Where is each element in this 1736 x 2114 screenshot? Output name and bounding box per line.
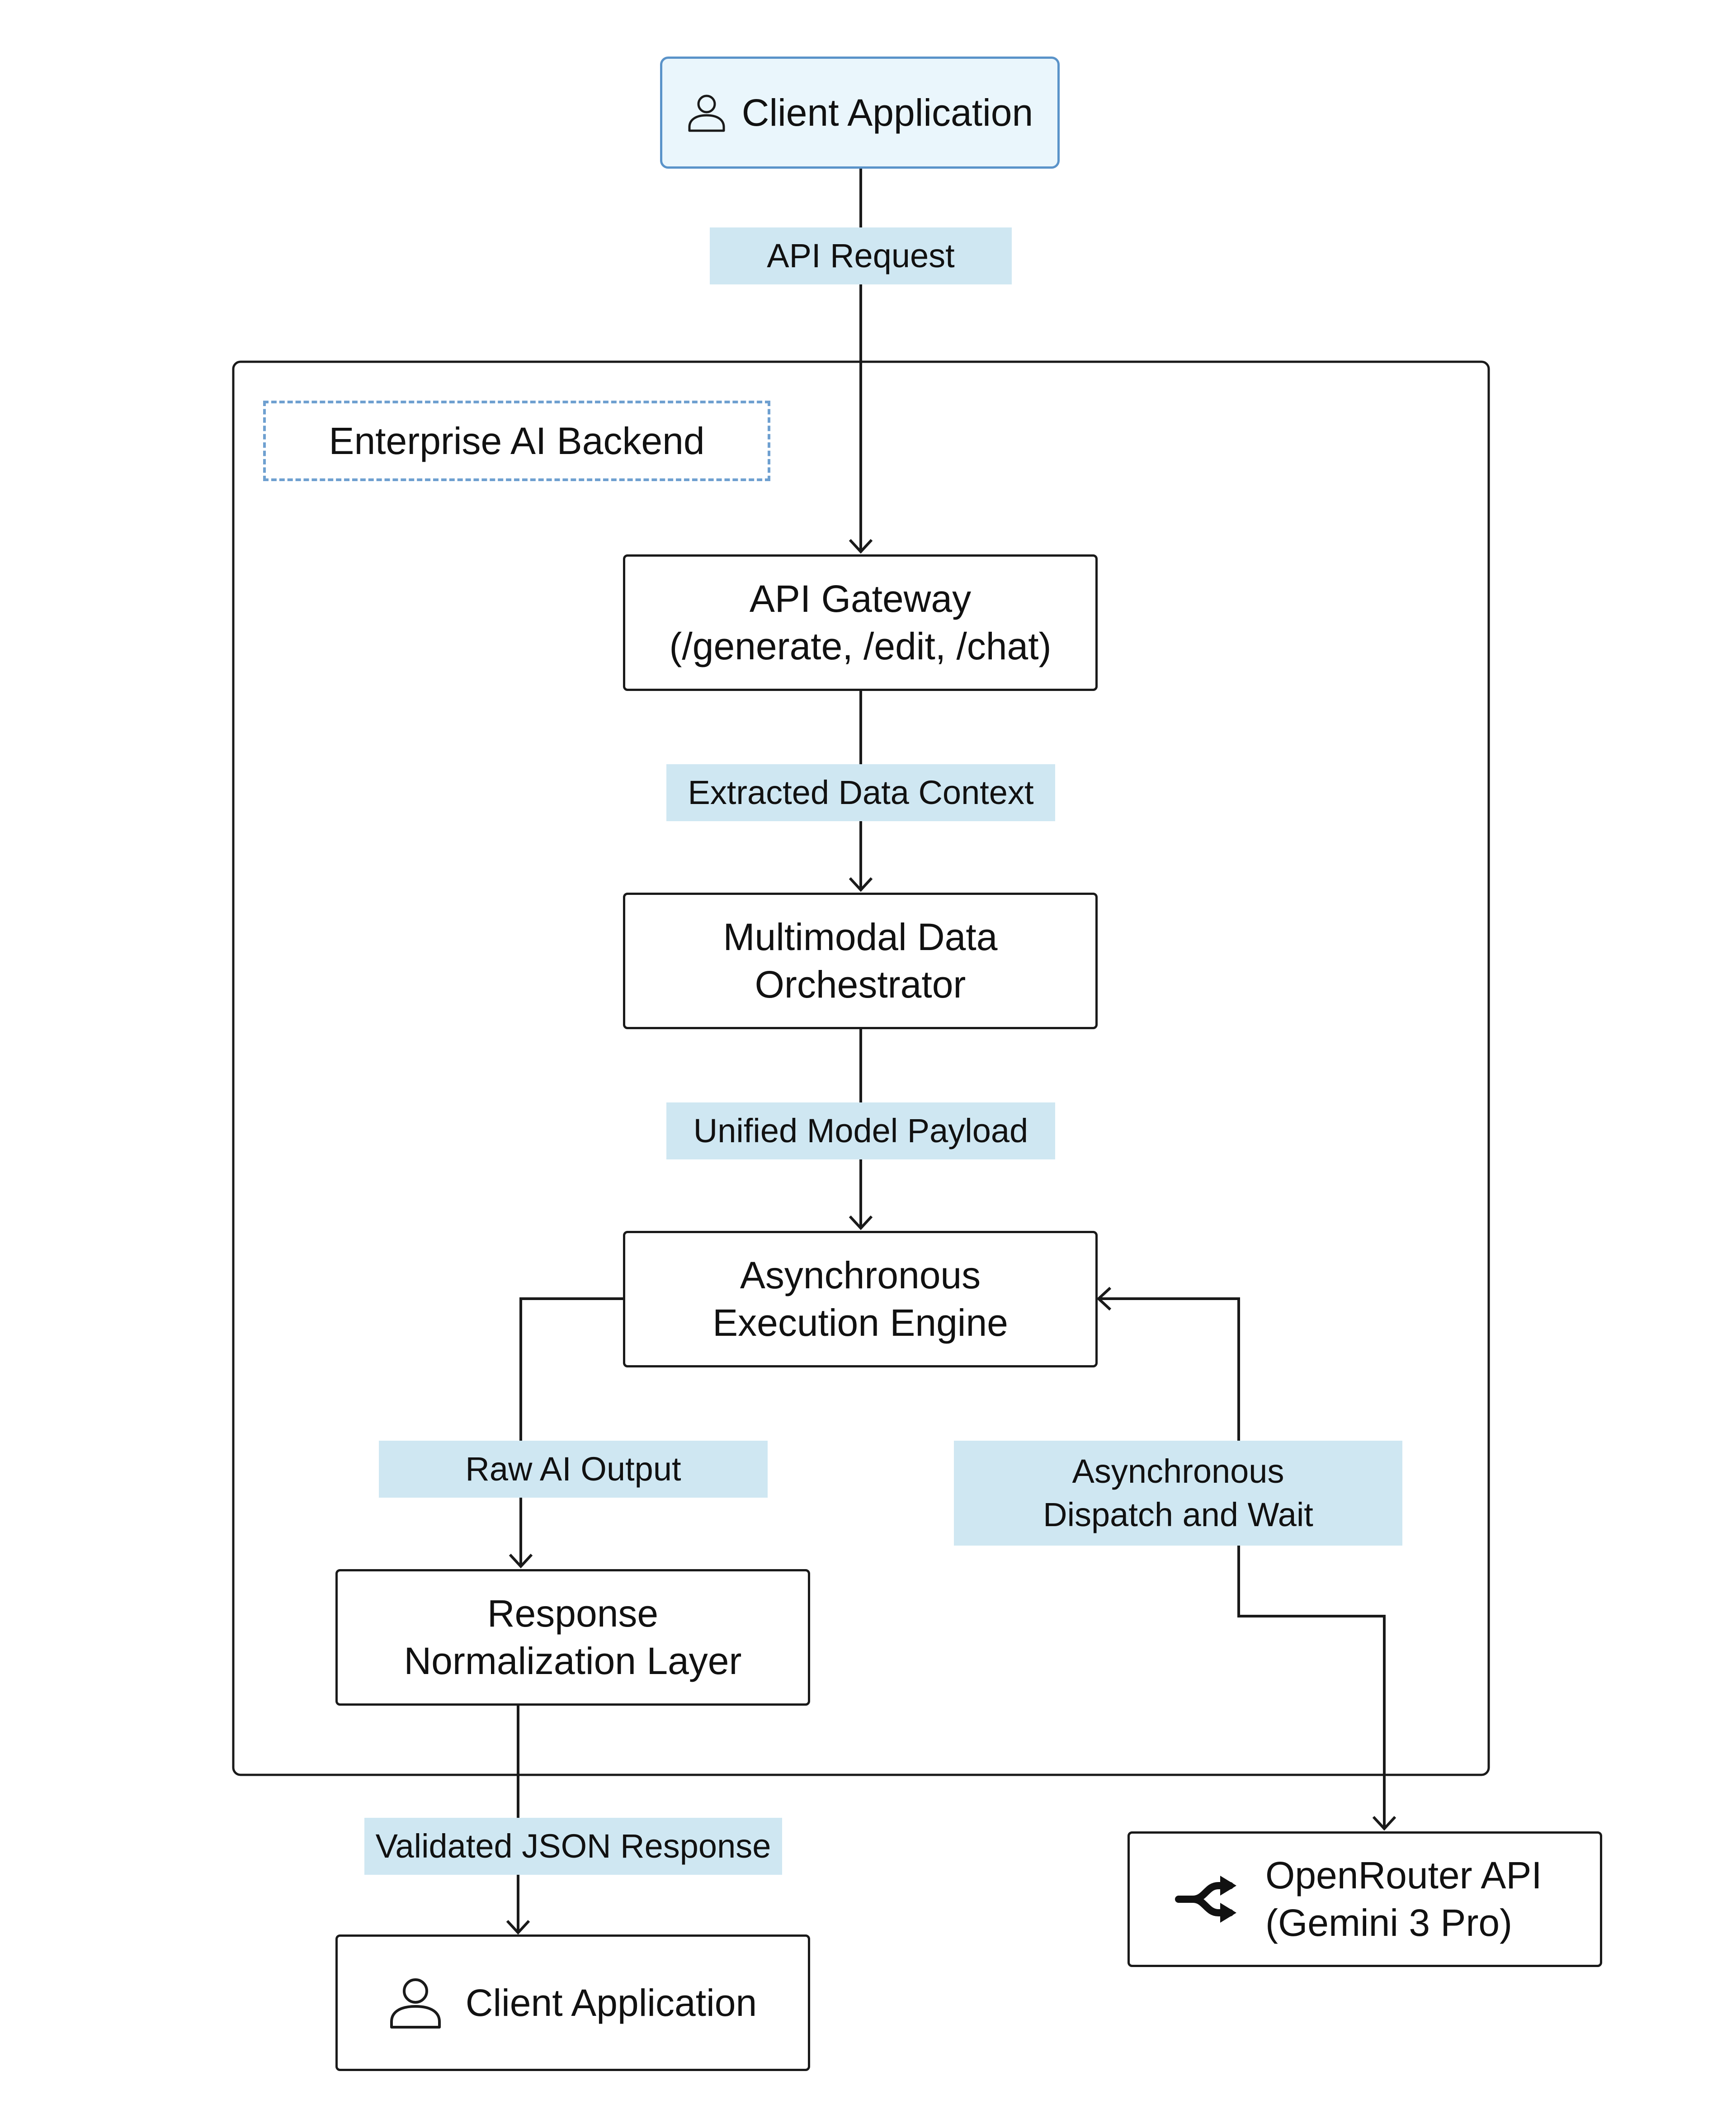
api-gateway-routes: (/generate, /edit, /chat) bbox=[669, 625, 1052, 667]
execution-engine-line2: Execution Engine bbox=[712, 1301, 1008, 1344]
edge-label-async-dispatch-line2: Dispatch and Wait bbox=[1043, 1496, 1313, 1533]
client-application-node-bottom[interactable]: Client Application bbox=[335, 1934, 810, 2071]
edge-label-extracted-context-text: Extracted Data Context bbox=[688, 773, 1034, 811]
edge-label-raw-output: Raw AI Output bbox=[379, 1441, 768, 1498]
edge-label-api-request: API Request bbox=[710, 227, 1012, 284]
edge-label-validated-json-text: Validated JSON Response bbox=[375, 1827, 771, 1865]
edge-engine-to-normalizer bbox=[519, 1297, 623, 1565]
edge-dispatch-to-openrouter bbox=[1237, 1542, 1386, 1828]
edge-return-to-engine bbox=[1099, 1297, 1240, 1441]
normalization-layer-node[interactable]: Response Normalization Layer bbox=[335, 1569, 810, 1706]
arrowhead-openrouter bbox=[1372, 1816, 1396, 1831]
edge-label-raw-output-text: Raw AI Output bbox=[465, 1450, 681, 1488]
arrowhead-orchestrator bbox=[849, 877, 873, 892]
openrouter-api-node[interactable]: OpenRouter API (Gemini 3 Pro) bbox=[1127, 1831, 1602, 1967]
backend-title: Enterprise AI Backend bbox=[263, 401, 770, 481]
arrowhead-engine-return bbox=[1096, 1286, 1112, 1311]
openrouter-text: OpenRouter API (Gemini 3 Pro) bbox=[1265, 1852, 1542, 1947]
orchestrator-node[interactable]: Multimodal Data Orchestrator bbox=[623, 893, 1098, 1029]
arrowhead-gateway bbox=[849, 539, 873, 554]
normalization-line2: Normalization Layer bbox=[404, 1640, 742, 1682]
api-gateway-title: API Gateway bbox=[749, 577, 972, 620]
edge-label-unified-payload: Unified Model Payload bbox=[666, 1102, 1055, 1159]
edge-label-async-dispatch-line1: Asynchronous bbox=[1072, 1452, 1284, 1490]
arrowhead-client-bottom bbox=[506, 1920, 530, 1935]
orchestrator-line1: Multimodal Data bbox=[723, 916, 998, 958]
client-application-label-top: Client Application bbox=[741, 91, 1033, 134]
user-icon bbox=[687, 92, 726, 133]
arrowhead-normalizer bbox=[509, 1553, 533, 1569]
user-icon bbox=[389, 1975, 442, 2031]
backend-title-text: Enterprise AI Backend bbox=[329, 419, 705, 462]
openrouter-line2: (Gemini 3 Pro) bbox=[1265, 1901, 1513, 1944]
openrouter-logo-icon bbox=[1175, 1874, 1238, 1925]
orchestrator-line2: Orchestrator bbox=[755, 963, 966, 1006]
client-application-node-top[interactable]: Client Application bbox=[660, 57, 1060, 169]
edge-label-unified-payload-text: Unified Model Payload bbox=[693, 1111, 1028, 1149]
api-gateway-node[interactable]: API Gateway (/generate, /edit, /chat) bbox=[623, 554, 1098, 691]
execution-engine-line1: Asynchronous bbox=[740, 1254, 981, 1296]
execution-engine-node[interactable]: Asynchronous Execution Engine bbox=[623, 1231, 1098, 1367]
edge-label-api-request-text: API Request bbox=[767, 236, 955, 274]
arrowhead-engine bbox=[849, 1215, 873, 1230]
normalization-line1: Response bbox=[487, 1592, 659, 1635]
client-application-label-bottom: Client Application bbox=[465, 1981, 757, 2024]
edge-label-extracted-context: Extracted Data Context bbox=[666, 764, 1055, 821]
openrouter-line1: OpenRouter API bbox=[1265, 1854, 1542, 1896]
edge-label-validated-json: Validated JSON Response bbox=[364, 1818, 782, 1875]
edge-label-async-dispatch: Asynchronous Dispatch and Wait bbox=[954, 1441, 1402, 1546]
